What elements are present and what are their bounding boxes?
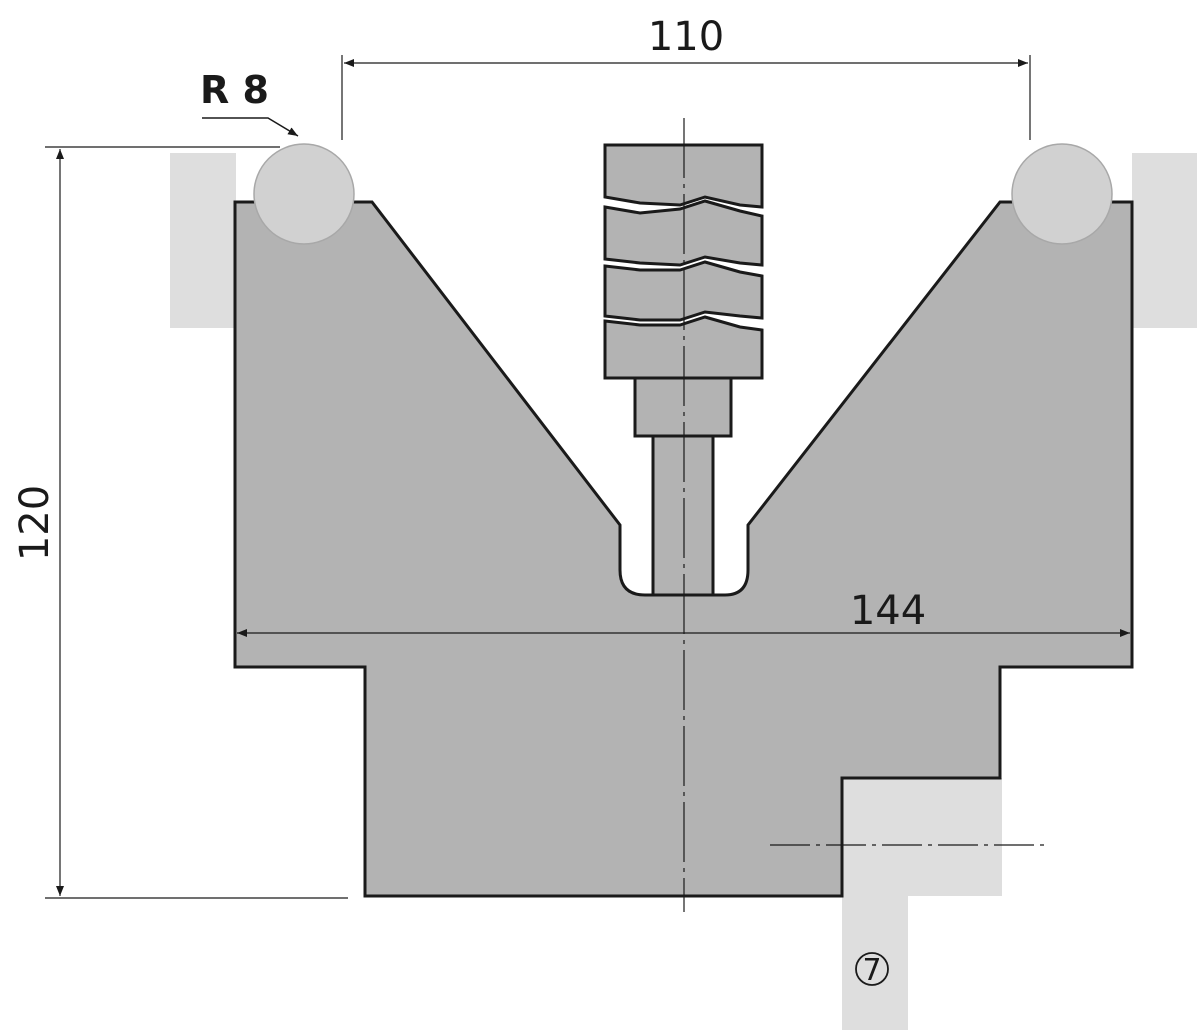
radius-leader bbox=[202, 117, 299, 137]
dimension-144-label: 144 bbox=[850, 588, 926, 634]
v-die-body bbox=[233, 200, 1134, 898]
item-number-circle bbox=[855, 952, 889, 986]
dimension-120-label: 120 bbox=[12, 485, 58, 561]
left-holder-block bbox=[170, 153, 236, 328]
radius-label: R 8 bbox=[200, 68, 269, 112]
dimension-110-label: 110 bbox=[648, 14, 724, 60]
punch-stem bbox=[651, 434, 715, 597]
punch-insert bbox=[603, 143, 764, 597]
bottom-right-holder-block bbox=[842, 778, 1002, 896]
clamp-tongue bbox=[842, 896, 908, 1030]
right-holder-block bbox=[1132, 153, 1197, 328]
punch-shank bbox=[633, 376, 733, 438]
left-roller bbox=[253, 143, 355, 245]
item-number-label: 7 bbox=[862, 953, 881, 988]
right-roller bbox=[1011, 143, 1113, 245]
